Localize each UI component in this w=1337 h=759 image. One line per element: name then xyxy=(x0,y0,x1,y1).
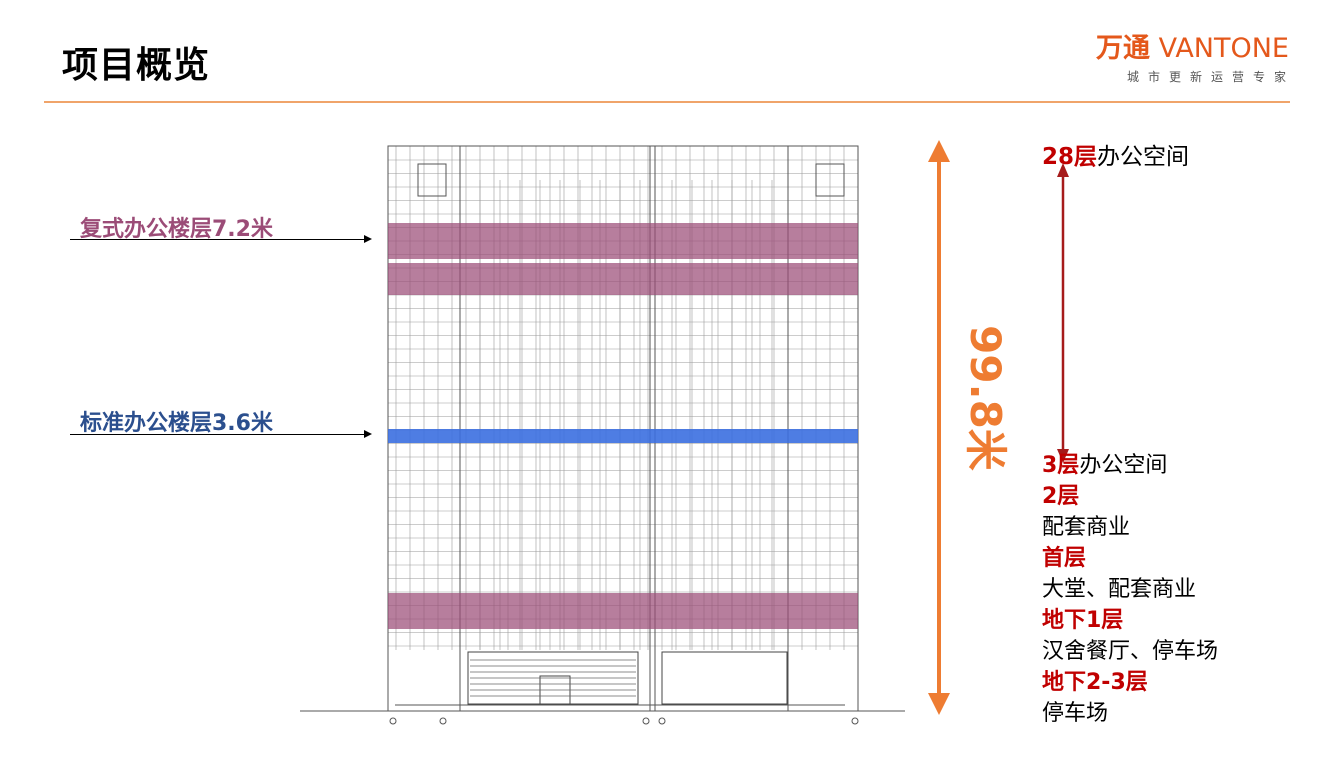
top-floor-use: 办公空间 xyxy=(1097,144,1190,170)
floor-level: 2层 xyxy=(1042,484,1080,509)
building-height-label: 99.8米 xyxy=(961,325,1010,471)
floor-use: 汉舍餐厅、停车场 xyxy=(1042,639,1219,664)
header-divider xyxy=(44,101,1290,103)
brand-logo: 万通 VANTONE 城市更新运营专家 xyxy=(1096,34,1289,85)
duplex-floor-band-lower xyxy=(388,593,858,629)
floor-usage-list: 3层办公空间 2层 配套商业 首层 大堂、配套商业 地下1层 汉舍餐厅、停车场 … xyxy=(1042,450,1218,729)
floor-use: 办公空间 xyxy=(1079,453,1168,478)
podium-hatch xyxy=(470,659,636,697)
top-floor-level: 28层 xyxy=(1042,144,1098,170)
building-height-arrow xyxy=(928,140,950,715)
standard-callout-pointer xyxy=(70,430,372,438)
building-elevation-drawing xyxy=(300,145,905,725)
floor-use: 停车场 xyxy=(1042,701,1109,726)
logo-tagline: 城市更新运营专家 xyxy=(1126,70,1295,84)
logo-en: VANTONE xyxy=(1158,33,1289,64)
duplex-floor-band-middle xyxy=(388,263,858,295)
duplex-floor-callout: 复式办公楼层7.2米 xyxy=(80,217,273,242)
floor-3: 3层办公空间 xyxy=(1042,450,1218,481)
floor-level: 地下2-3层 xyxy=(1042,670,1148,695)
duplex-floor-band-upper xyxy=(388,223,858,259)
office-range-arrow xyxy=(1057,163,1069,463)
floor-level: 地下1层 xyxy=(1042,608,1124,633)
top-floor-label: 28层办公空间 xyxy=(1042,137,1189,171)
page-title: 项目概览 xyxy=(62,45,211,86)
standard-floor-callout: 标准办公楼层3.6米 xyxy=(80,411,273,436)
logo-cn: 万通 xyxy=(1095,33,1150,64)
standard-floor-band xyxy=(388,429,858,443)
grid-axis-markers xyxy=(389,717,859,725)
duplex-callout-pointer xyxy=(70,235,372,243)
floor-level: 首层 xyxy=(1042,546,1087,571)
floor-level: 3层 xyxy=(1042,453,1080,478)
floor-use: 大堂、配套商业 xyxy=(1042,577,1197,602)
floor-use: 配套商业 xyxy=(1042,515,1131,540)
